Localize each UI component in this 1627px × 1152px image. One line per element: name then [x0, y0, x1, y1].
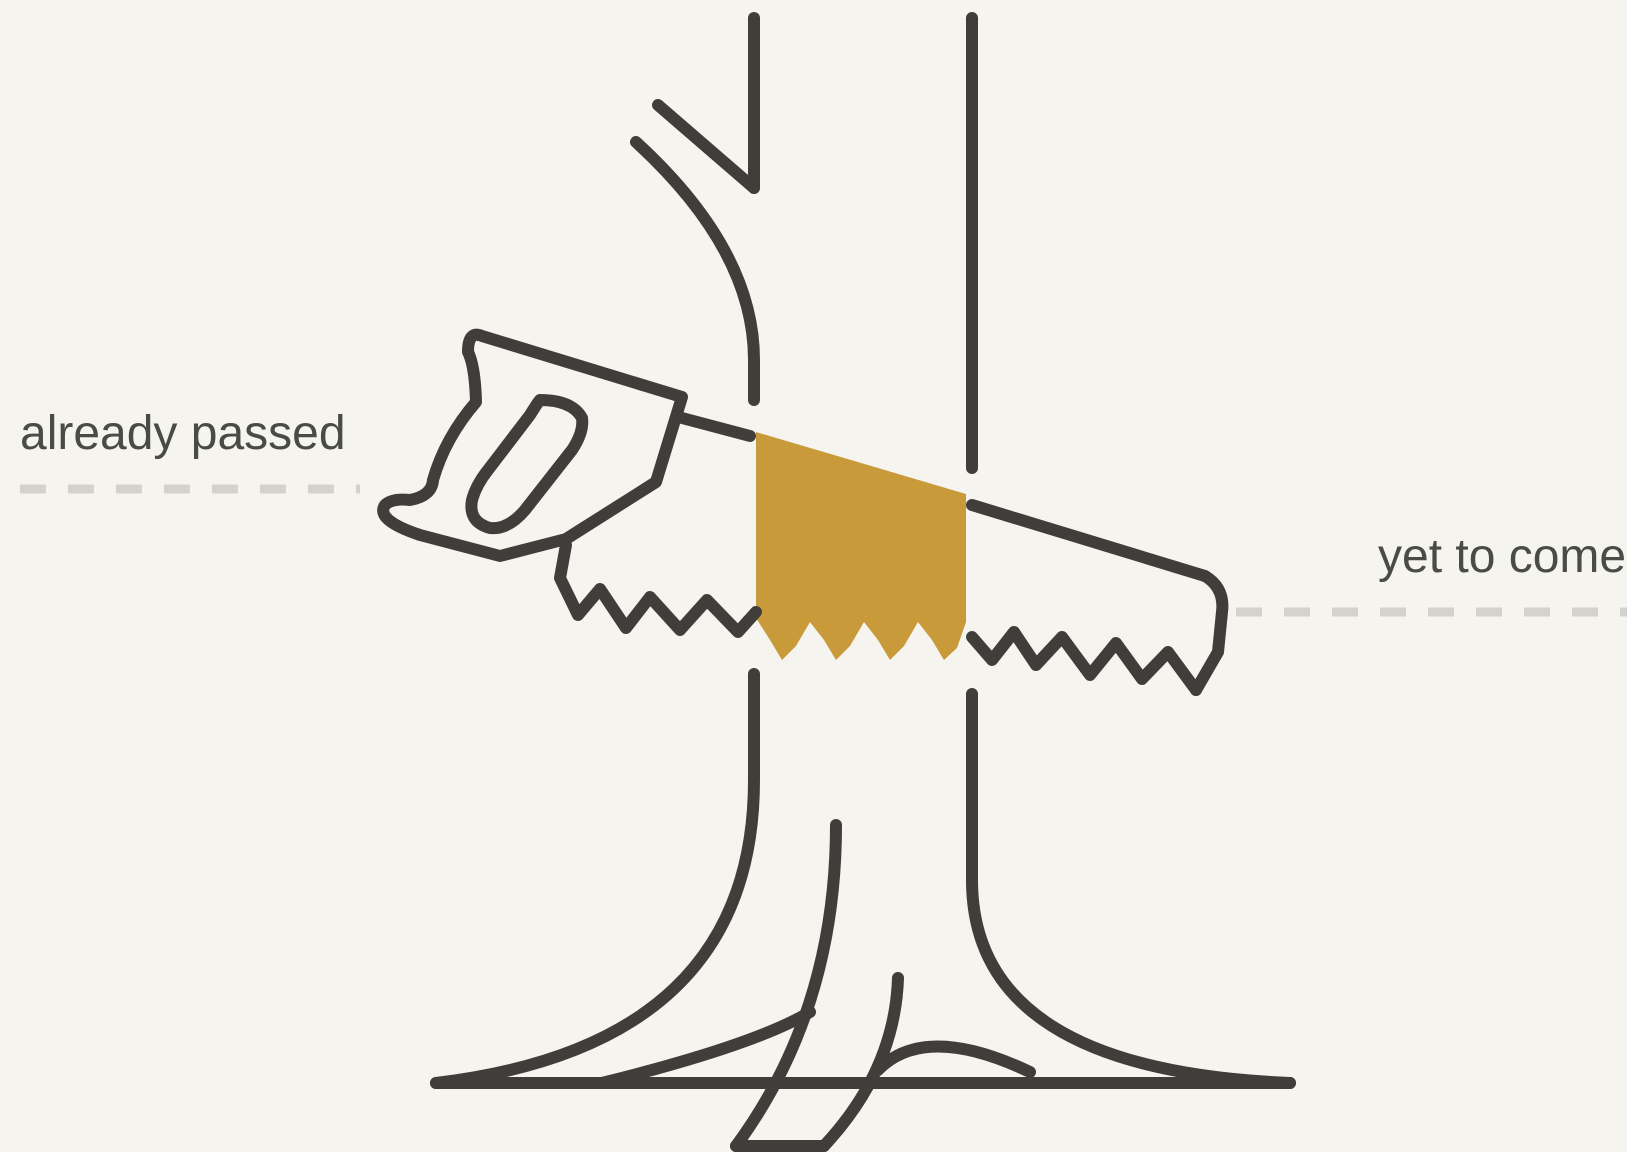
yet-to-come-label: yet to come [1378, 533, 1626, 581]
present-cut-highlight [756, 432, 966, 660]
already-passed-label: already passed [20, 410, 346, 458]
